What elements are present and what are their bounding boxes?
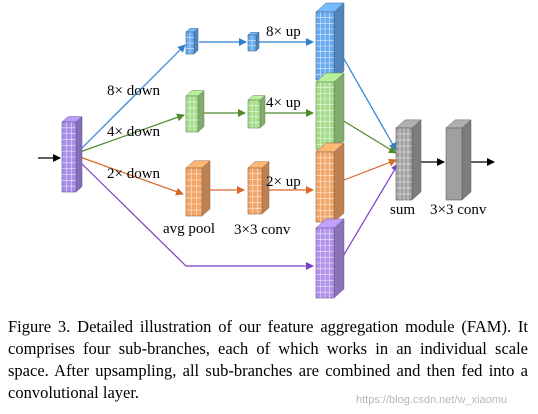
label-branch-conv: 3×3 conv xyxy=(234,222,291,238)
output-conv-block xyxy=(445,119,472,201)
purple-identity-block xyxy=(315,218,345,299)
blue-pool-block xyxy=(185,27,199,55)
figure-caption: Figure 3. Detailed illustration of our f… xyxy=(8,317,528,402)
label-4x-down: 4× down xyxy=(107,124,161,140)
label-sum: sum xyxy=(390,202,416,218)
green-branch-arrows xyxy=(79,109,397,154)
orange-branch-arrows xyxy=(79,156,397,196)
label-2x-down: 2× down xyxy=(107,166,161,182)
sum-block xyxy=(395,119,422,201)
label-8x-up: 8× up xyxy=(266,24,301,40)
label-avg-pool: avg pool xyxy=(163,221,216,237)
blue-branch-arrows xyxy=(79,38,397,151)
watermark: https://blog.csdn.net/w_xiaomu xyxy=(356,394,508,406)
blue-up-block xyxy=(315,2,345,81)
orange-pool-block xyxy=(185,160,211,217)
purple-branch-arrows xyxy=(79,161,399,270)
label-8x-down: 8× down xyxy=(107,83,161,99)
blue-conv-block xyxy=(247,31,260,52)
green-up-block xyxy=(315,72,345,151)
green-pool-block xyxy=(185,90,205,133)
label-2x-up: 2× up xyxy=(266,174,301,190)
orange-up-block xyxy=(315,142,345,223)
orange-conv-block xyxy=(247,161,270,215)
fam-diagram xyxy=(38,2,495,299)
label-4x-up: 4× up xyxy=(266,95,301,111)
label-output-conv: 3×3 conv xyxy=(430,202,487,218)
green-conv-block xyxy=(247,94,266,129)
input-feature-map xyxy=(61,116,83,193)
